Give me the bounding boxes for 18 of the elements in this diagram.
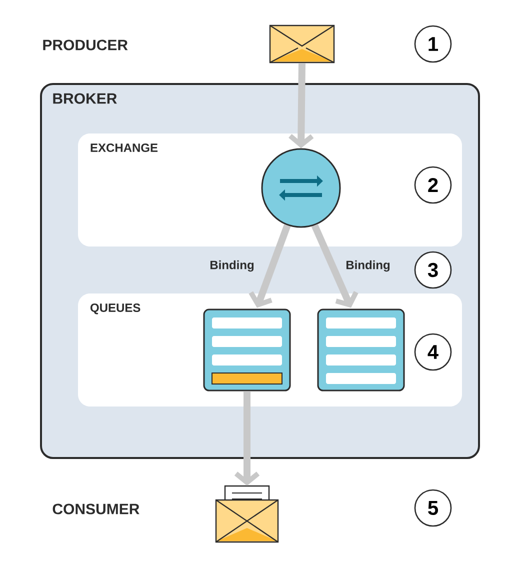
exchange-circle (261, 148, 341, 228)
arrow (288, 63, 314, 148)
step-number: 4 (414, 333, 452, 371)
envelope-icon (215, 485, 279, 543)
step-number: 5 (414, 489, 452, 527)
queue-box (203, 308, 291, 392)
edge-label: Binding (208, 259, 256, 273)
role-label: CONSUMER (52, 504, 140, 514)
role-label: PRODUCER (43, 40, 128, 50)
step-number: 2 (414, 166, 452, 204)
arrow (234, 391, 260, 486)
queue-box (317, 308, 405, 392)
edge-label: Binding (344, 259, 392, 273)
arrow (248, 224, 291, 308)
step-number: 3 (414, 251, 452, 289)
step-number: 1 (414, 25, 452, 63)
envelope-icon (269, 24, 335, 64)
arrow (311, 224, 358, 308)
